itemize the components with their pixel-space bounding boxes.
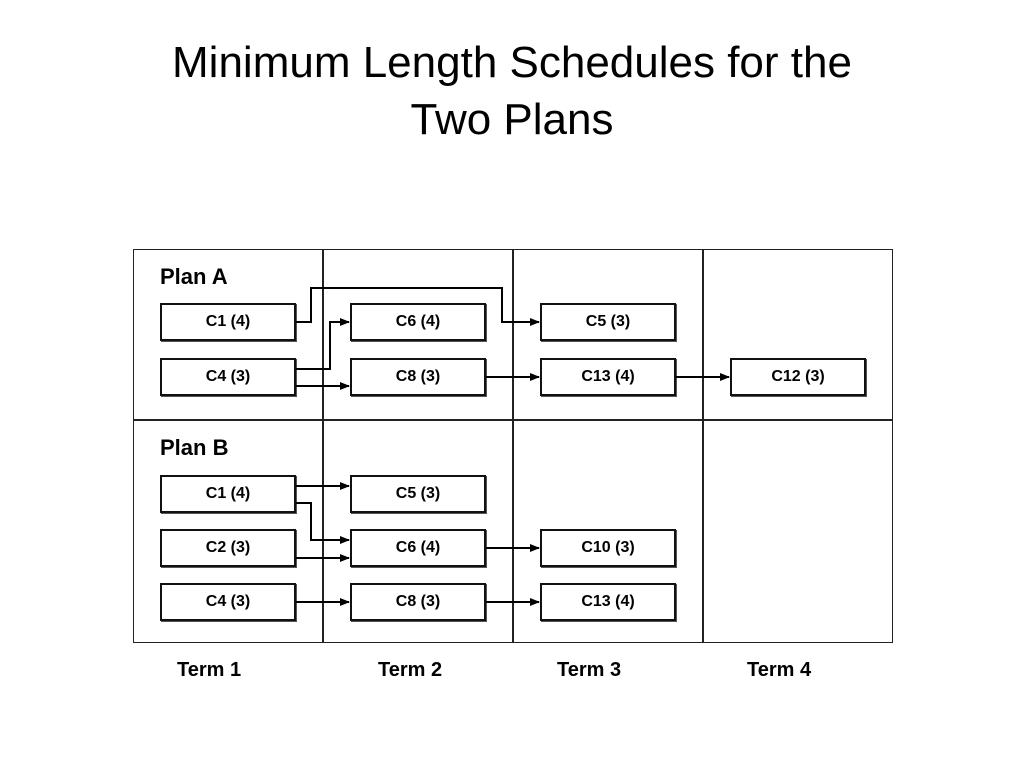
term-label-3: Term 3: [557, 659, 622, 681]
plan-divider: [133, 419, 893, 421]
plan-b-course-c8: C8 (3): [350, 583, 486, 621]
plan-b-course-c4: C4 (3): [160, 583, 296, 621]
plan-b-course-c13: C13 (4): [540, 583, 676, 621]
arrow-b-c1-c6: [296, 502, 350, 544]
term-label-1: Term 1: [177, 659, 242, 681]
plan-b-course-c5: C5 (3): [350, 475, 486, 513]
plan-b-course-c1: C1 (4): [160, 475, 296, 513]
plan-a-course-c1: C1 (4): [160, 303, 296, 341]
term-divider-3-4: [702, 249, 704, 643]
plan-a-course-c4: C4 (3): [160, 358, 296, 396]
term-divider-1-2: [322, 249, 324, 643]
term-divider-2-3: [512, 249, 514, 643]
term-label-2: Term 2: [378, 659, 443, 681]
term-label-4: Term 4: [747, 659, 812, 681]
plan-a-label: Plan A: [160, 264, 228, 289]
title-line-2: Two Plans: [410, 95, 614, 144]
plan-a-course-c12: C12 (3): [730, 358, 866, 396]
plan-a-course-c5: C5 (3): [540, 303, 676, 341]
plan-a-course-c8: C8 (3): [350, 358, 486, 396]
plan-b-label: Plan B: [160, 435, 229, 460]
plan-b-course-c2: C2 (3): [160, 529, 296, 567]
slide-title: Minimum Length Schedules for the Two Pla…: [62, 34, 962, 148]
plan-b-course-c10: C10 (3): [540, 529, 676, 567]
plan-a-course-c6: C6 (4): [350, 303, 486, 341]
title-line-1: Minimum Length Schedules for the: [172, 38, 852, 87]
arrow-a-c4-c6: [296, 318, 350, 370]
plan-a-course-c13: C13 (4): [540, 358, 676, 396]
plan-b-course-c6: C6 (4): [350, 529, 486, 567]
arrow-a-c1-c5: [296, 287, 540, 326]
